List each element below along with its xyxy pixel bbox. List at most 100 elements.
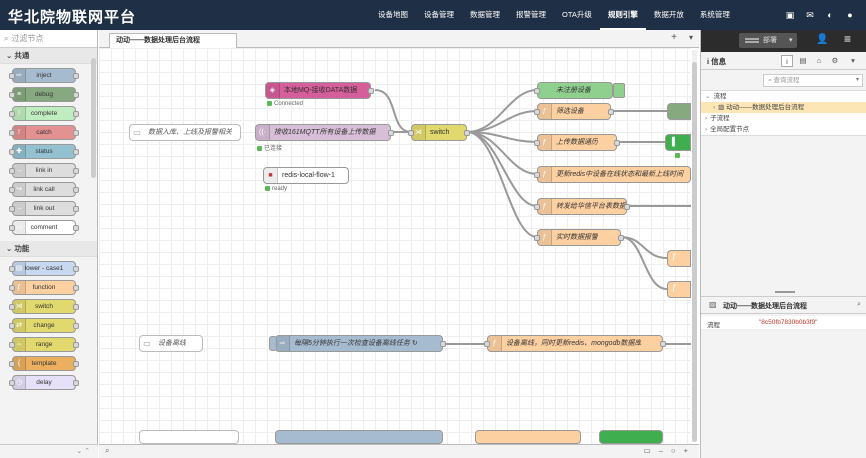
node-forward-huaxin[interactable]: ƒ 转发给华信平台表数据 (534, 198, 630, 215)
flow-search-input[interactable]: ⌕ 查询流程 ▾ (763, 74, 863, 87)
input-port[interactable] (408, 130, 414, 136)
zoom-controls[interactable]: ▭ – ○ + (643, 446, 691, 455)
inject-trigger-button[interactable] (269, 336, 277, 351)
node-upload-data[interactable]: ƒ 上传数据通历 (534, 134, 620, 151)
scrollbar-thumb[interactable] (692, 62, 697, 442)
tab-menu-icon[interactable]: ▾ (688, 33, 693, 42)
comment-node-partial[interactable] (139, 430, 239, 444)
palette-node-change[interactable]: ⇄change (9, 318, 79, 333)
tree-global-config[interactable]: ›全局配置节点 (705, 126, 750, 133)
output-port[interactable] (624, 204, 630, 210)
book-icon[interactable]: ▤ (799, 56, 807, 65)
output-port[interactable] (660, 341, 666, 347)
palette-node-link-in[interactable]: →link in (9, 163, 79, 178)
input-port[interactable] (534, 235, 540, 241)
nav-system-manage[interactable]: 系统管理 (699, 10, 730, 19)
gear-icon[interactable]: ⚙ (831, 56, 839, 65)
input-port[interactable] (484, 341, 490, 347)
flow-canvas[interactable]: ▭ 数据入库、上线及报警相关 ▭ 设备离线 ◈ 本地MQ-接收DATA数据 Co… (99, 48, 691, 444)
user-icon[interactable]: 👤 (816, 34, 829, 45)
palette-node-debug[interactable]: ≡debug (9, 87, 79, 102)
deploy-button[interactable]: 部署 (739, 33, 797, 48)
output-port[interactable] (618, 235, 624, 241)
mail-icon[interactable]: ✉ (806, 9, 814, 20)
palette-node-status[interactable]: ✚status (9, 144, 79, 159)
menu-icon[interactable]: ≡ (844, 32, 852, 46)
palette-filter[interactable]: ⌕ 过滤节点 (0, 30, 97, 48)
bank-icon[interactable]: ⌂ (816, 56, 822, 65)
node-redis[interactable]: ■ redis-local-flow-1 (263, 167, 349, 184)
node-partial-inject[interactable] (275, 430, 443, 444)
palette-node-template[interactable]: {template (9, 356, 79, 371)
nav-device-manage[interactable]: 设备管理 (424, 10, 454, 19)
node-partial-function[interactable] (475, 430, 581, 444)
details-title: 动动——数据处理后台流程 (723, 303, 807, 310)
palette-scrollbar[interactable] (91, 58, 96, 178)
nav-rule-engine[interactable]: 规则引擎 (599, 0, 646, 30)
palette-node-link-call[interactable]: ↪link call (9, 182, 79, 197)
output-port[interactable] (608, 109, 614, 115)
flow-tab[interactable]: 动动——数据处理后台流程 (109, 33, 237, 48)
add-flow-icon[interactable]: + (671, 32, 677, 43)
palette-collapse-controls[interactable]: ⌄ ⌃ (0, 444, 98, 458)
node-realtime-alarm[interactable]: ƒ 实时数据报警 (534, 229, 624, 246)
search-icon[interactable]: ⌕ (105, 446, 110, 455)
nav-data-open[interactable]: 数据开放 (653, 10, 684, 19)
palette-node-switch[interactable]: ⋊switch (9, 299, 79, 314)
sidebar-info-title[interactable]: i 信息 (707, 57, 727, 66)
output-port[interactable] (368, 88, 374, 94)
palette-node-complete[interactable]: !complete (9, 106, 79, 121)
palette-node-catch[interactable]: !catch (9, 125, 79, 140)
node-partial[interactable] (667, 103, 691, 120)
input-port[interactable] (534, 140, 540, 146)
nav-data-manage[interactable]: 数据管理 (470, 10, 500, 19)
palette-node-range[interactable]: ⇔range (9, 337, 79, 352)
node-filter-device[interactable]: ƒ 筛选设备 (534, 103, 614, 120)
palette-node-delay[interactable]: ◷delay (9, 375, 79, 390)
nav-device-map[interactable]: 设备地图 (378, 10, 408, 19)
chevron-down-icon[interactable]: ▾ (789, 37, 793, 44)
palette-node-lower---case1[interactable]: ▤lower - case1 (9, 261, 79, 276)
comment-node[interactable]: ▭ 数据入库、上线及报警相关 (129, 124, 241, 141)
node-unregistered-device[interactable]: 未注册设备 (534, 82, 613, 99)
tree-flows[interactable]: ⌄流程 (705, 93, 727, 100)
node-mq-in[interactable]: ◈ 本地MQ-接收DATA数据 (265, 82, 374, 99)
node-partial-function[interactable]: ƒ (667, 250, 691, 267)
node-partial-function[interactable]: ƒ (667, 281, 691, 298)
node-partial-db[interactable] (599, 430, 663, 444)
nav-ota[interactable]: OTA升级 (562, 10, 592, 19)
input-port[interactable] (534, 88, 540, 94)
node-partial-db[interactable]: ▐ (665, 134, 691, 151)
palette-node-comment[interactable]: ▭comment (9, 220, 79, 235)
palette-node-inject[interactable]: ⇨inject (9, 68, 79, 83)
node-cron-offline-check[interactable]: ⇨ 每隔5分钟执行一次检查设备离线任务 ↻ (275, 335, 446, 352)
input-port[interactable] (534, 109, 540, 115)
node-update-redis[interactable]: ƒ 更新redis中设备在线状态和最新上线时间 (534, 166, 691, 183)
output-port[interactable] (388, 130, 394, 136)
chevron-down-icon[interactable]: ▾ (851, 56, 855, 65)
debug-toggle[interactable] (613, 83, 625, 98)
search-icon[interactable]: ⌕ (857, 301, 861, 308)
tree-current-flow[interactable]: ›▨ 动动——数据处理后台流程 (701, 102, 866, 113)
tree-subflows[interactable]: ›子流程 (705, 115, 730, 122)
canvas-vertical-scrollbar[interactable] (692, 50, 697, 442)
nav-alarm-manage[interactable]: 报警管理 (516, 10, 546, 19)
output-port[interactable] (464, 130, 470, 136)
palette-node-link-out[interactable]: →link out (9, 201, 79, 216)
palette-category-common[interactable]: ⌄ 共通 (0, 48, 97, 64)
info-tab-icon[interactable]: i (781, 55, 793, 67)
input-port[interactable] (534, 172, 540, 178)
calendar-icon[interactable]: ▣ (785, 9, 795, 20)
input-port[interactable] (534, 204, 540, 210)
node-mqtt-in[interactable]: ((· 接收161MQTT所有设备上传数据 (255, 124, 394, 141)
panel-resize-handle[interactable] (775, 291, 795, 293)
comment-node[interactable]: ▭ 设备离线 (139, 335, 203, 352)
palette-category-function[interactable]: ⌄ 功能 (0, 241, 97, 257)
user-icon[interactable]: ● (847, 10, 853, 20)
theme-icon[interactable]: ◐ (827, 10, 833, 20)
node-device-offline[interactable]: ƒ 设备离线，同时更新redis、mongodb数据库 (484, 335, 666, 352)
output-port[interactable] (614, 140, 620, 146)
node-switch[interactable]: ⋊ switch (408, 124, 470, 141)
output-port[interactable] (440, 341, 446, 347)
